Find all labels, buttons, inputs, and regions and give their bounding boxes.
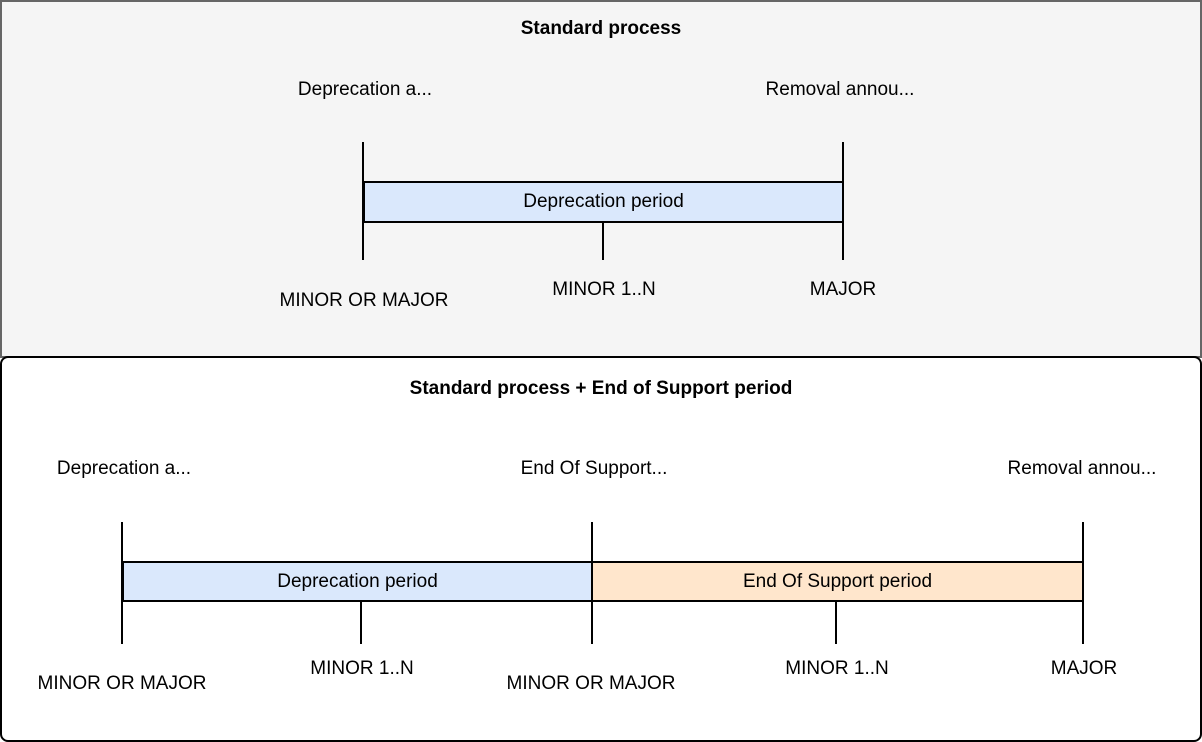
standard-process-eos-title: Standard process + End of Support period bbox=[409, 378, 793, 399]
deprecation-announcement-label: Deprecation a... bbox=[297, 79, 433, 100]
milestone-major-label: MAJOR bbox=[1050, 658, 1118, 679]
timeline-tick-middle-deprecation bbox=[360, 600, 362, 644]
standard-process-title: Standard process bbox=[520, 18, 682, 39]
removal-announcement-label: Removal annou... bbox=[765, 79, 915, 100]
milestone-minor-or-major-label: MINOR OR MAJOR bbox=[279, 290, 449, 311]
removal-announcement-label: Removal annou... bbox=[1007, 458, 1157, 479]
milestone-minor-or-major-label: MINOR OR MAJOR bbox=[37, 673, 207, 694]
deprecation-announcement-label: Deprecation a... bbox=[56, 458, 192, 479]
deprecation-period-bar-label: Deprecation period bbox=[277, 570, 438, 592]
timeline-tick-middle bbox=[602, 221, 604, 260]
milestone-minor-1n-label: MINOR 1..N bbox=[785, 658, 889, 679]
end-of-support-period-bar: End Of Support period bbox=[591, 561, 1084, 602]
milestone-minor-1n-label: MINOR 1..N bbox=[552, 279, 656, 300]
deprecation-period-bar: Deprecation period bbox=[363, 181, 844, 223]
end-of-support-announcement-label: End Of Support... bbox=[520, 458, 668, 479]
standard-process-eos-panel: Standard process + End of Support period… bbox=[0, 356, 1202, 742]
deprecation-period-bar: Deprecation period bbox=[122, 561, 593, 602]
milestone-minor-1n-label: MINOR 1..N bbox=[310, 658, 414, 679]
milestone-major-label: MAJOR bbox=[809, 279, 877, 300]
milestone-minor-or-major-label: MINOR OR MAJOR bbox=[506, 673, 676, 694]
deprecation-period-bar-label: Deprecation period bbox=[523, 191, 684, 212]
timeline-tick-middle-eos bbox=[835, 600, 837, 644]
standard-process-panel: Standard process Deprecation a... Remova… bbox=[0, 0, 1202, 358]
end-of-support-period-bar-label: End Of Support period bbox=[742, 570, 933, 592]
